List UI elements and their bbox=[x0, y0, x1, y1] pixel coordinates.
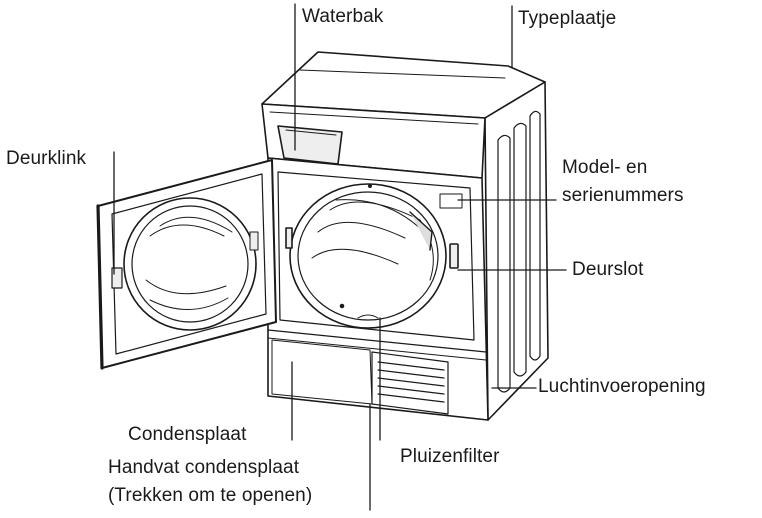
label-handvat-line1: Handvat condensplaat bbox=[108, 457, 300, 478]
label-model-serienummers: Model- en serienummers bbox=[562, 154, 684, 210]
drum-opening bbox=[289, 183, 447, 329]
water-tank-drawer bbox=[277, 125, 343, 165]
label-pluizenfilter: Pluizenfilter bbox=[400, 446, 500, 467]
label-typeplaatje: Typeplaatje bbox=[518, 8, 617, 29]
label-waterbak: Waterbak bbox=[302, 6, 384, 27]
front-body bbox=[267, 157, 489, 421]
label-model-line1: Model- en bbox=[562, 157, 648, 178]
label-model-line2: serienummers bbox=[562, 185, 684, 206]
label-deurslot: Deurslot bbox=[572, 259, 644, 280]
control-panel bbox=[261, 103, 486, 179]
label-handvat-line2: (Trekken om te openen) bbox=[108, 485, 313, 506]
label-luchtinvoeropening: Luchtinvoeropening bbox=[538, 376, 706, 397]
serial-plate bbox=[439, 193, 463, 209]
label-condensplaat: Condensplaat bbox=[128, 424, 247, 445]
door-lock bbox=[449, 243, 459, 269]
label-handvat-condensplaat: Handvat condensplaat (Trekken om te open… bbox=[108, 454, 312, 510]
open-door bbox=[96, 159, 277, 370]
lint-filter bbox=[357, 314, 379, 319]
side-panel bbox=[484, 81, 549, 421]
label-deurklink: Deurklink bbox=[6, 148, 87, 169]
air-intake-grille bbox=[371, 351, 449, 415]
leader-lines bbox=[113, 3, 567, 511]
door-handle bbox=[111, 267, 123, 289]
